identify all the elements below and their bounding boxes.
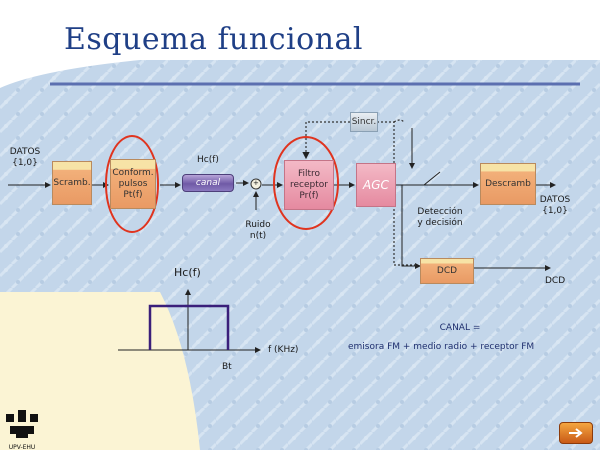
datos-in-label: DATOS{1,0} bbox=[9, 147, 41, 168]
logo-text: UPV-EHU bbox=[8, 444, 36, 451]
sum-sign: + bbox=[253, 179, 259, 187]
canal-block: canal bbox=[182, 174, 234, 192]
graph-ylabel: Hc(f) bbox=[174, 266, 201, 279]
datos-out-label: DATOS{1,0} bbox=[539, 195, 571, 216]
logo-mark-icon bbox=[6, 410, 38, 438]
next-slide-button[interactable] bbox=[559, 422, 593, 444]
slide-title: Esquema funcional bbox=[64, 22, 363, 57]
canal-top-label: Hc(f) bbox=[197, 155, 219, 165]
canal-desc-label: emisora FM + medio radio + receptor FM bbox=[348, 342, 535, 352]
sincr-block: Sincr. bbox=[350, 112, 378, 132]
graph-xlabel: f (KHz) bbox=[268, 345, 299, 355]
university-logo: UPV-EHU bbox=[2, 408, 42, 451]
graph-bt-label: Bt bbox=[222, 362, 232, 372]
filtro-highlight bbox=[273, 136, 339, 230]
conform-highlight bbox=[105, 135, 159, 233]
agc-block: AGC bbox=[356, 163, 396, 207]
dcd-block: DCD bbox=[420, 258, 474, 284]
forward-arrow-icon bbox=[569, 428, 583, 438]
canal-eq-label: CANAL = bbox=[439, 323, 481, 333]
dcd-out-label: DCD bbox=[545, 276, 566, 286]
sum-node bbox=[250, 178, 262, 190]
filter-rect bbox=[148, 304, 230, 350]
scramb-block: Scramb. bbox=[52, 161, 92, 205]
descramb-block: Descramb bbox=[480, 163, 536, 205]
